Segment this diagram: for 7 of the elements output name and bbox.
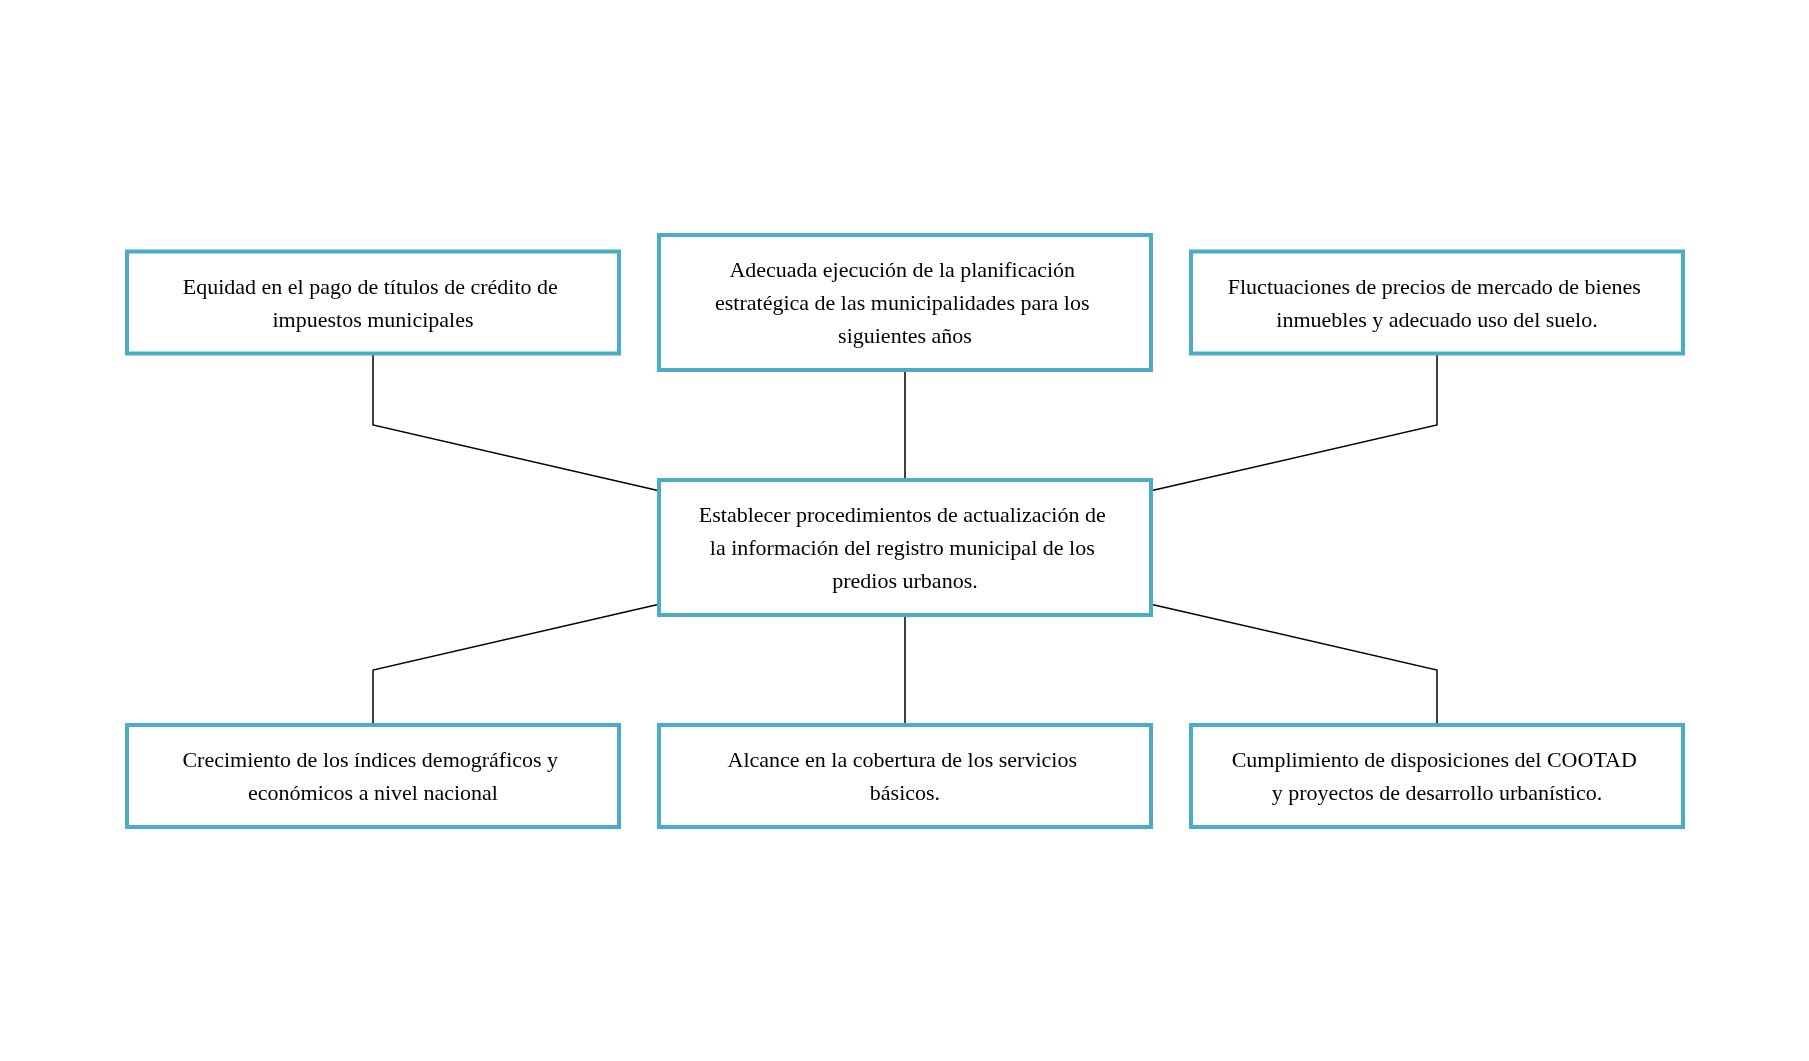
node-box: Fluctuaciones de precios de mercado de bienes inmuebles y adecuado uso del suelo.: [1188, 249, 1685, 355]
node-box: Cumplimiento de disposiciones del COOTAD y proyectos de desarrollo urbanístico.: [1188, 722, 1685, 829]
node-box: Equidad en el pago de títulos de crédito de impuestos municipales: [124, 249, 621, 355]
node-box: Crecimiento de los índices demográficos y económicos a nivel nacional: [124, 722, 621, 829]
node-box: Alcance en la cobertura de los servicios básicos.: [656, 722, 1153, 829]
node-box: Establecer procedimientos de actualización de la información del registro municipal de los predios urbanos.: [656, 477, 1153, 617]
node-box: Adecuada ejecución de la planificación estratégica de las municipalidades para los siguientes años: [656, 232, 1153, 372]
